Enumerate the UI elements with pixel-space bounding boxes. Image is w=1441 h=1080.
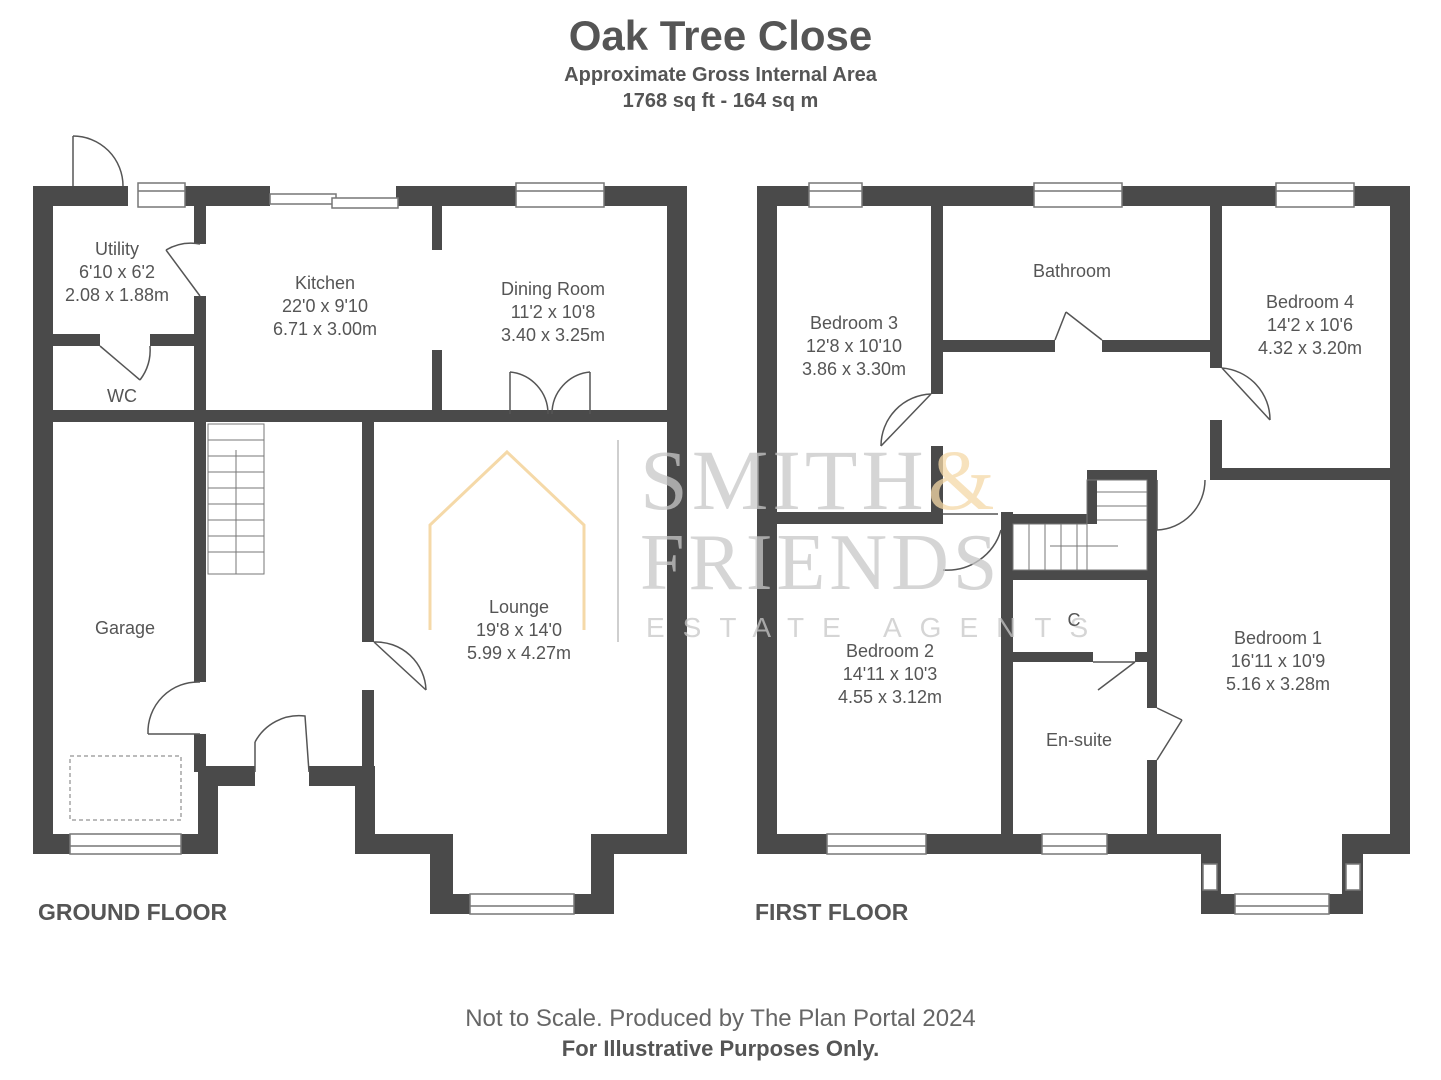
doors: [72, 135, 1271, 773]
page-title: Oak Tree Close: [568, 12, 873, 59]
first-floor-walls: [757, 186, 1410, 914]
watermark-logo: [428, 440, 619, 642]
watermark-house-icon: [428, 449, 586, 630]
ground-floor-label: GROUND FLOOR: [38, 899, 228, 925]
watermark-friends: FRIENDS: [640, 519, 1002, 607]
first-floor-label: FIRST FLOOR: [755, 899, 909, 925]
gross-area: 1768 sq ft - 164 sq m: [622, 90, 819, 112]
room-cupboard: C: [1067, 610, 1081, 630]
windows: [69, 182, 1361, 915]
stairs: [207, 423, 1148, 575]
watermark-estate-agents: ESTATE AGENTS: [646, 612, 1107, 643]
room-ensuite: En-suite: [1045, 730, 1113, 750]
watermark-smith: SMITH&: [640, 432, 999, 528]
ground-floor-walls: [33, 186, 687, 914]
room-garage: Garage: [94, 618, 156, 638]
scale-note: Not to Scale. Produced by The Plan Porta…: [465, 1005, 976, 1032]
room-bathroom: Bathroom: [1032, 261, 1112, 281]
disclaimer: For Illustrative Purposes Only.: [561, 1036, 880, 1061]
page-subtitle: Approximate Gross Internal Area: [564, 64, 877, 86]
garage-marking: [69, 755, 182, 821]
room-wc: WC: [107, 386, 137, 406]
